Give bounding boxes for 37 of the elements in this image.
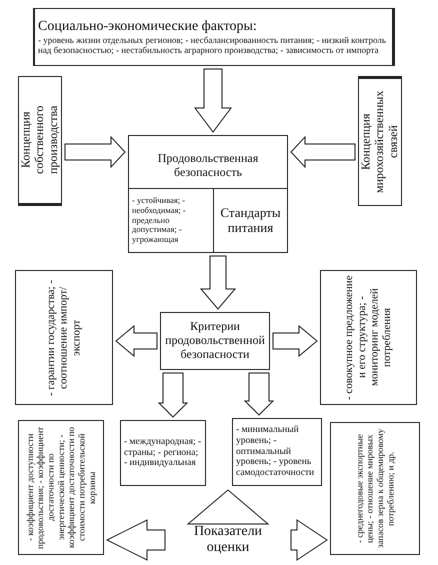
list-text: - устойчивая; - необходимая; - предельно допустимая; - угрожающая [132, 196, 187, 245]
box-title: - совокупное предложение и его структура; - мониторинг моделей потребления [343, 274, 394, 401]
block-arrow [200, 256, 236, 310]
coefficients-box [18, 420, 104, 555]
list-text: - уровень жизни отдельных регионов; - несбалансированность питания; - низкий контроль над безопасностью; - нестабильность аграрного производства; - зависимость от импорта [38, 34, 387, 56]
box-title: Критерии продовольственной безопасности [164, 320, 266, 362]
box-title: - гарантии государства; - соотношение импорт/экспорт [45, 278, 83, 398]
prices-box [330, 422, 420, 555]
list-text: - минимальный уровень; - оптимальный уровень; - уровень самодостаточности [236, 424, 316, 480]
level-list-box [120, 420, 206, 486]
arrow-label: Показатели оценки [168, 527, 288, 553]
guarantees-box [15, 270, 113, 405]
block-arrow [290, 136, 356, 168]
supply-box [320, 270, 417, 405]
concept-box [18, 76, 62, 206]
box-heading: Социально-экономические факторы: [38, 18, 257, 35]
block-arrow [272, 324, 318, 358]
level-list-box [232, 418, 322, 486]
criteria-box [160, 312, 270, 370]
block-arrow [194, 68, 232, 133]
box-title: Концепция собственного производства [19, 104, 61, 176]
block-arrow [290, 519, 328, 561]
list-text: - международная; - страны; - региона; - индивидуальная [124, 436, 202, 470]
box-title: Стандарты питания [219, 206, 282, 236]
block-arrow [186, 489, 270, 524]
central-box [128, 135, 288, 253]
factors-box [33, 8, 395, 66]
block-arrow [115, 324, 158, 358]
box-title: Концепция мирохозяйственных связей [359, 90, 401, 196]
block-arrow [64, 136, 126, 168]
block-arrow [158, 372, 188, 418]
list-text: - коэффициент доступности продовольствия; - коэффициент достаточности по энергетической ценности; - коэффициент достаточности по стоимости потребительской корзины [24, 425, 98, 551]
block-arrow [244, 372, 274, 416]
concept-box [358, 76, 402, 206]
list-text: - среднегодовые экспортные цены; - отношение мировых запасов зерна к общемировому потреблению; и др. [354, 428, 396, 550]
block-arrow [106, 519, 166, 561]
box-title: Продовольственная безопасность [156, 152, 260, 180]
